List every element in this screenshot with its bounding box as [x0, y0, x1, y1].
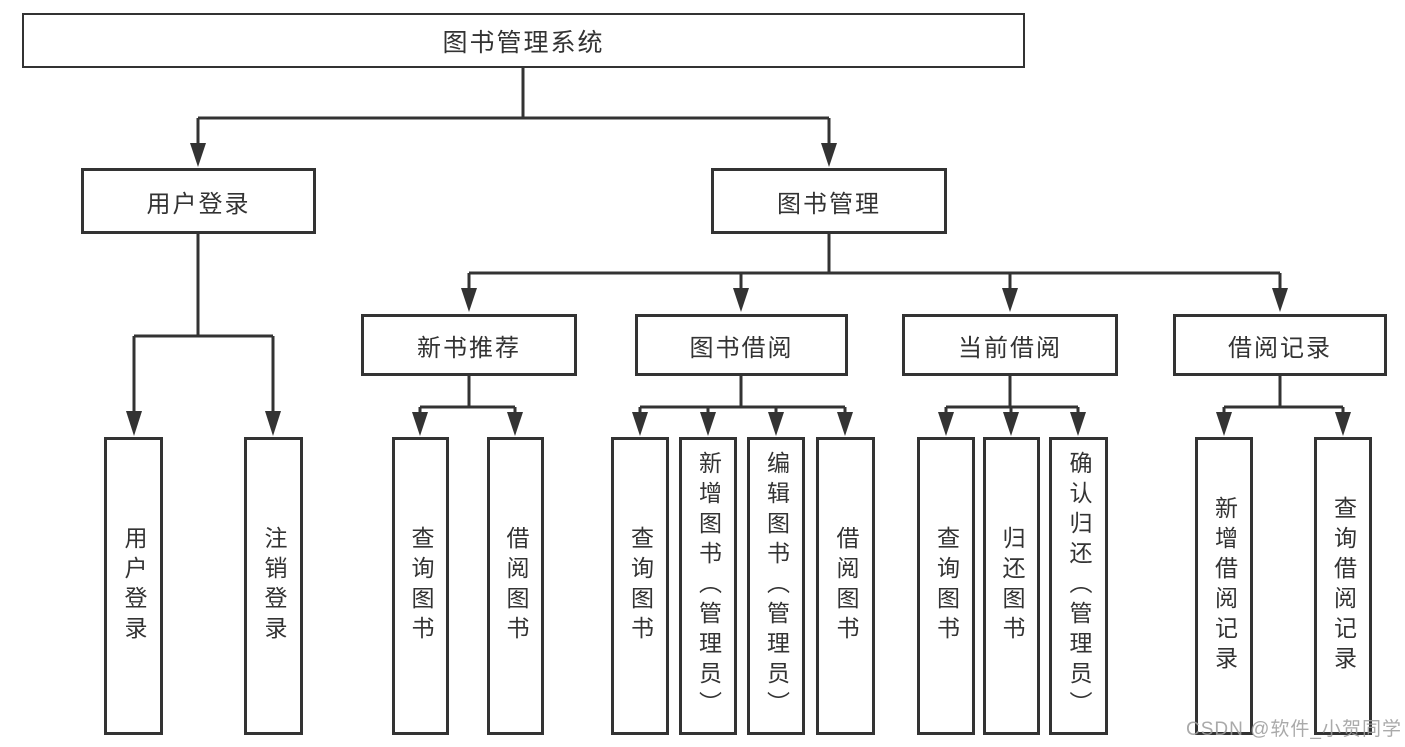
- node-new-book-recommend: 新书推荐: [361, 314, 577, 376]
- arrowhead: [1272, 288, 1288, 312]
- arrowhead: [412, 412, 428, 436]
- leaf-query-borrow-record: 查询借阅记录: [1314, 437, 1372, 735]
- leaf-return-books: 归还图书: [983, 437, 1040, 735]
- leaf-query-books-current: 查询图书: [917, 437, 975, 735]
- leaf-borrow-books: 借阅图书: [816, 437, 875, 735]
- node-label: 新书推荐: [417, 334, 521, 362]
- node-label: 图书管理系统: [442, 28, 605, 57]
- node-label: 当前借阅: [958, 334, 1062, 362]
- leaf-query-books-borrow: 查询图书: [611, 437, 669, 735]
- arrowhead: [507, 412, 523, 436]
- arrowhead: [461, 288, 477, 312]
- node-book-management: 图书管理: [711, 168, 947, 234]
- leaf-query-books-recommend: 查询图书: [392, 437, 449, 735]
- leaf-user-login: 用户登录: [104, 437, 163, 735]
- leaf-label: 新增图书（管理员）: [695, 451, 722, 721]
- csdn-watermark: CSDN @软件_小贺同学: [1186, 719, 1402, 740]
- leaf-confirm-return-admin: 确认归还（管理员）: [1049, 437, 1108, 735]
- node-user-login: 用户登录: [81, 168, 316, 234]
- arrowhead: [768, 412, 784, 436]
- arrowhead: [190, 143, 206, 167]
- leaf-edit-books-admin: 编辑图书（管理员）: [747, 437, 805, 735]
- leaf-label: 归还图书: [999, 526, 1025, 646]
- leaf-label: 查询借阅记录: [1330, 496, 1357, 676]
- node-book-borrow: 图书借阅: [635, 314, 848, 376]
- leaf-add-borrow-record: 新增借阅记录: [1195, 437, 1253, 735]
- leaf-label: 确认归还（管理员）: [1066, 451, 1092, 721]
- arrowhead: [1002, 288, 1018, 312]
- node-root-library-system: 图书管理系统: [22, 13, 1025, 68]
- leaf-borrow-books-recommend: 借阅图书: [487, 437, 544, 735]
- arrowhead: [821, 143, 837, 167]
- leaf-label: 借阅图书: [833, 526, 859, 646]
- arrowhead: [733, 288, 749, 312]
- leaf-label: 编辑图书（管理员）: [763, 451, 790, 721]
- arrowhead: [632, 412, 648, 436]
- leaf-add-books-admin: 新增图书（管理员）: [679, 437, 737, 735]
- arrowhead: [1003, 412, 1019, 436]
- arrowhead: [1335, 412, 1351, 436]
- node-borrow-records: 借阅记录: [1173, 314, 1387, 376]
- leaf-label: 借阅图书: [503, 526, 529, 646]
- arrowhead: [126, 411, 142, 436]
- arrowhead: [938, 412, 954, 436]
- node-current-borrow: 当前借阅: [902, 314, 1118, 376]
- node-label: 图书借阅: [689, 334, 794, 362]
- node-label: 图书管理: [777, 190, 881, 218]
- node-label: 借阅记录: [1228, 334, 1332, 362]
- arrowhead: [837, 412, 853, 436]
- leaf-label: 注销登录: [261, 526, 287, 646]
- node-label: 用户登录: [146, 190, 251, 218]
- leaf-label: 查询图书: [408, 526, 434, 646]
- leaf-label: 用户登录: [121, 526, 147, 646]
- leaf-label: 查询图书: [627, 526, 654, 646]
- arrowhead: [1070, 412, 1086, 436]
- leaf-label: 查询图书: [933, 526, 960, 646]
- arrowhead: [700, 412, 716, 436]
- leaf-logout: 注销登录: [244, 437, 303, 735]
- arrowhead: [265, 411, 281, 436]
- leaf-label: 新增借阅记录: [1211, 496, 1238, 676]
- arrowhead: [1216, 412, 1232, 436]
